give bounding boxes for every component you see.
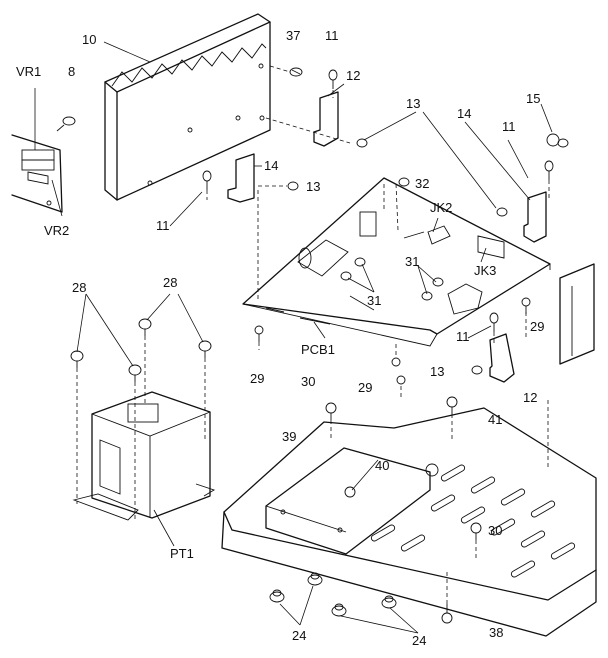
label-29-right: 29 xyxy=(530,319,544,334)
label-13-lower: 13 xyxy=(430,364,444,379)
label-29-pair: 29 xyxy=(358,380,372,395)
power-transformer xyxy=(72,391,216,521)
leader-lines xyxy=(76,41,553,634)
label-11-lower: 11 xyxy=(456,329,470,344)
label-11-right: 11 xyxy=(502,119,516,134)
label-31-left: 31 xyxy=(367,293,381,308)
chassis xyxy=(221,263,597,637)
label-41: 41 xyxy=(488,412,502,427)
label-38: 38 xyxy=(489,625,503,640)
label-29-left: 29 xyxy=(250,371,264,386)
label-28-left: 28 xyxy=(72,280,86,295)
vr-board xyxy=(11,88,63,217)
label-14-left: 14 xyxy=(264,158,278,173)
label-32: 32 xyxy=(415,176,429,191)
label-14-right: 14 xyxy=(457,106,471,121)
label-31-right: 31 xyxy=(405,254,419,269)
label-39: 39 xyxy=(282,429,296,444)
pcb-board xyxy=(242,177,551,347)
label-30-lower: 30 xyxy=(488,523,502,538)
label-11-left: 11 xyxy=(156,218,170,233)
label-30-upper: 30 xyxy=(301,374,315,389)
label-13-top: 13 xyxy=(406,96,420,111)
label-8: 8 xyxy=(68,64,75,79)
label-37: 37 xyxy=(286,28,300,43)
part-labels: 10 37 11 12 13 14 15 11 VR1 8 VR2 11 14 … xyxy=(16,28,544,648)
label-10: 10 xyxy=(82,32,96,47)
label-12-top: 12 xyxy=(346,68,360,83)
label-pcb1: PCB1 xyxy=(301,342,335,357)
label-40: 40 xyxy=(375,458,389,473)
label-15: 15 xyxy=(526,91,540,106)
label-12-lower: 12 xyxy=(523,390,537,405)
label-28-right: 28 xyxy=(163,275,177,290)
label-vr1: VR1 xyxy=(16,64,41,79)
label-pt1: PT1 xyxy=(170,546,194,561)
label-jk2: JK2 xyxy=(430,200,452,215)
label-vr2: VR2 xyxy=(44,223,69,238)
label-13-mid: 13 xyxy=(306,179,320,194)
label-11-top: 11 xyxy=(325,28,339,43)
heat-sink xyxy=(104,13,271,201)
label-jk3: JK3 xyxy=(474,263,496,278)
label-24-right: 24 xyxy=(412,633,426,648)
brackets xyxy=(227,91,547,383)
label-24-left: 24 xyxy=(292,628,306,643)
